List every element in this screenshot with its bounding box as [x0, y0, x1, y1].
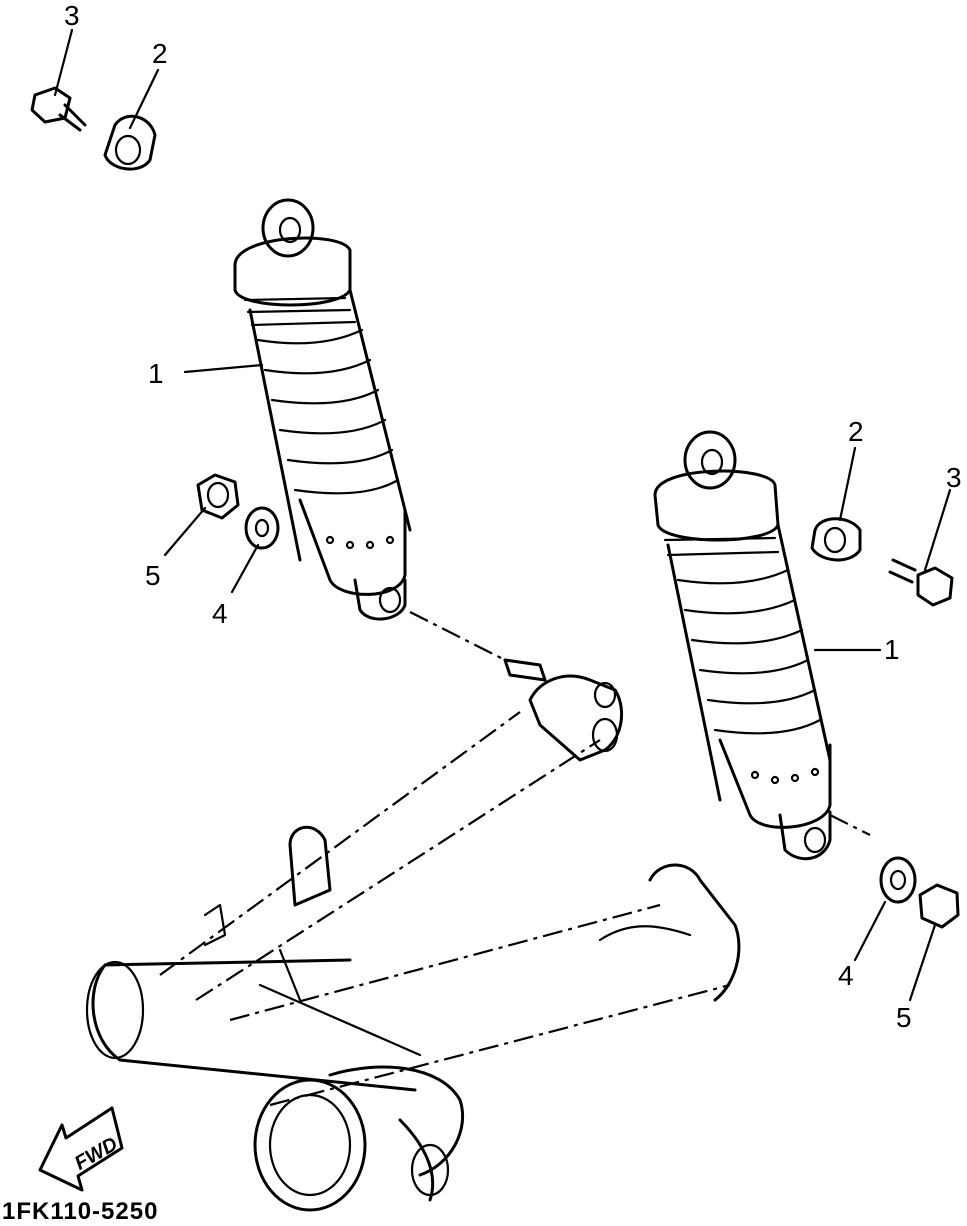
collar-upper-left	[103, 114, 157, 171]
callout-2-upper-left: 2	[152, 38, 168, 69]
nut-left	[196, 473, 240, 520]
collar-right	[810, 517, 862, 562]
leader-lines	[53, 28, 952, 1002]
washer-right	[879, 856, 917, 904]
diagram-part-code: 1FK110-5250	[2, 1198, 159, 1225]
callout-1-right-shock: 1	[884, 634, 900, 665]
bolt-upper-left	[30, 86, 87, 132]
bolt-right	[888, 558, 954, 607]
left-shock-absorber	[233, 198, 412, 621]
callout-1-left-shock: 1	[148, 358, 164, 389]
callout-4-right: 4	[838, 960, 854, 991]
callout-3-upper-left: 3	[64, 0, 80, 31]
callout-5-right: 5	[896, 1002, 912, 1033]
right-shock-absorber	[653, 430, 832, 861]
callout-3-right: 3	[946, 462, 962, 493]
washer-left	[244, 506, 280, 550]
callout-2-right: 2	[848, 416, 864, 447]
nut-right	[918, 883, 960, 929]
callout-4-left: 4	[212, 598, 228, 629]
fwd-arrow-icon: FWD	[38, 1106, 124, 1192]
swingarm	[85, 658, 741, 1212]
callout-5-left: 5	[145, 560, 161, 591]
